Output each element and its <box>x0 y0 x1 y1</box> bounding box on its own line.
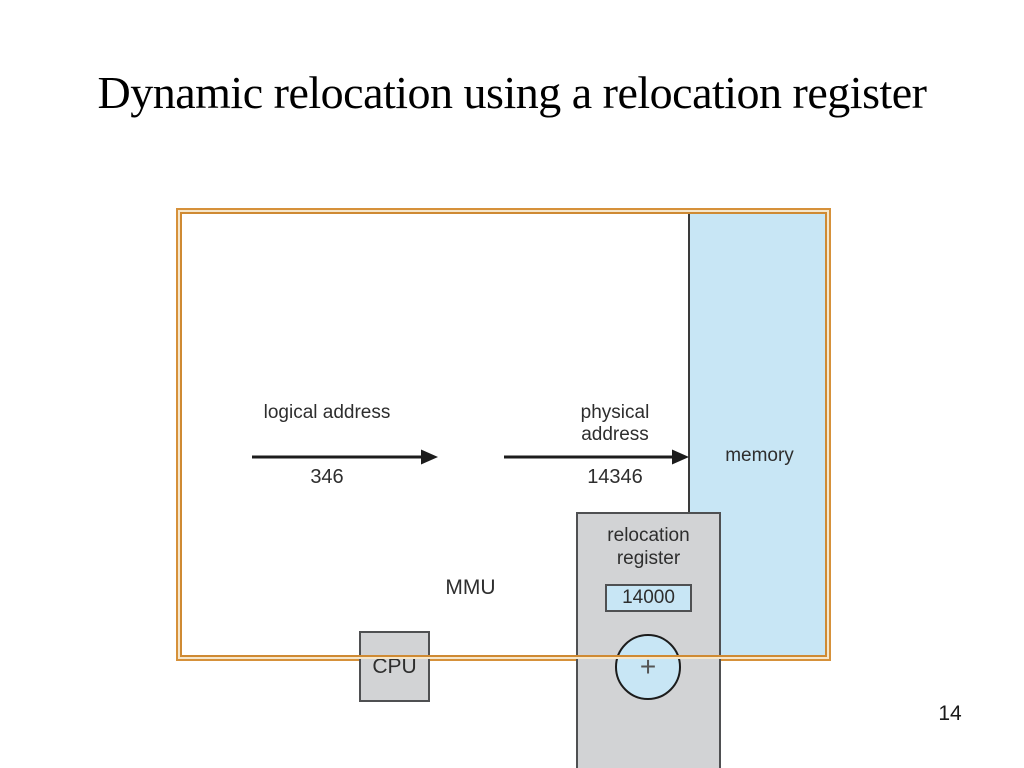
logical-address-value: 346 <box>310 466 344 488</box>
relocation-register-label: relocation register <box>607 525 690 569</box>
diagram-frame: memory CPU relocation register 14000 + <box>176 208 831 768</box>
relocation-register-value: 14000 <box>605 584 692 612</box>
physical-address-value: 14346 <box>587 466 643 488</box>
adder-circle: + <box>615 634 681 700</box>
page-number: 14 <box>938 702 962 725</box>
logical-address-label: logical address <box>263 402 391 423</box>
page-title: Dynamic relocation using a relocation re… <box>97 67 927 118</box>
memory-label: memory <box>725 445 794 466</box>
mmu-box: relocation register 14000 + <box>576 512 721 768</box>
cpu-box: CPU <box>359 631 430 702</box>
mmu-label: MMU <box>445 576 496 599</box>
physical-address-label: physical address <box>580 402 650 445</box>
